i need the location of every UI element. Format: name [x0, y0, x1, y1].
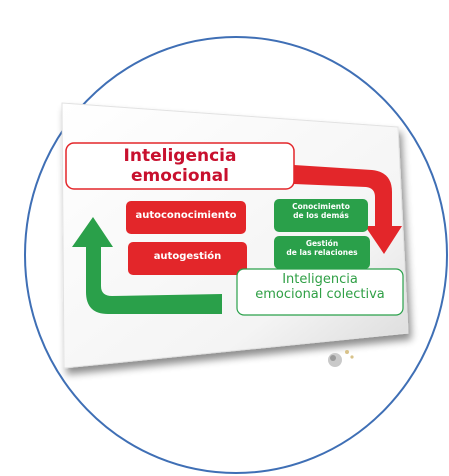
bottom-line-1: Inteligencia	[282, 272, 358, 287]
conocimiento-line-2: de los demás	[293, 210, 349, 220]
title-box	[65, 142, 295, 190]
small-logo-icon	[328, 350, 354, 367]
bottom-text: Inteligencia emocional colectiva	[237, 272, 403, 303]
autoconocimiento-label: autoconocimiento	[135, 210, 237, 221]
gestion-label: Gestión de las relaciones	[274, 239, 370, 257]
gestion-box	[274, 236, 370, 269]
title-text: Inteligencia emocional	[66, 146, 294, 186]
conocimiento-label: Conocimiento de los demás	[274, 202, 368, 220]
gestion-line-2: de las relaciones	[286, 247, 358, 257]
autogestion-label: autogestión	[153, 251, 222, 262]
autoconocimiento-box	[126, 201, 246, 234]
gestion-line-1: Gestión	[305, 239, 339, 248]
title-line-1: Inteligencia	[123, 146, 237, 166]
conocimiento-box	[274, 199, 368, 232]
red-arrow	[294, 165, 402, 254]
title-line-2: emocional	[131, 165, 229, 186]
bottom-box	[236, 268, 404, 316]
green-arrow	[72, 217, 222, 314]
conocimiento-line-1: Conocimiento	[292, 202, 350, 211]
autogestion-box	[128, 242, 247, 275]
bottom-line-2: emocional colectiva	[255, 286, 385, 302]
